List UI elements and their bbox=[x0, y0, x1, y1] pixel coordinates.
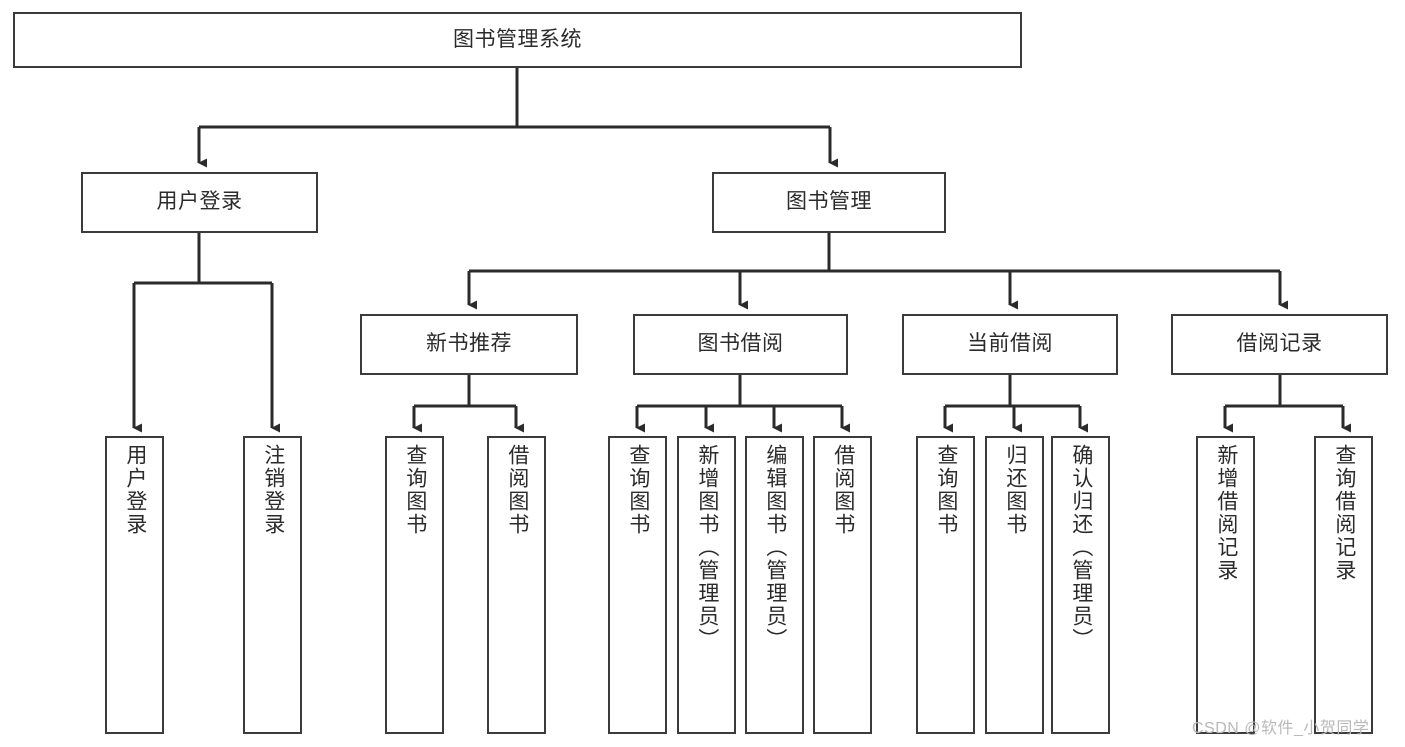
node-label: 注销登录 bbox=[261, 444, 285, 536]
node-new-book-recommend[interactable]: 新书推荐 bbox=[360, 314, 578, 375]
node-label: 确认归还（管理员） bbox=[1069, 444, 1093, 651]
node-label: 图书借阅 bbox=[697, 332, 784, 356]
leaf-current-return-book[interactable]: 归还图书 bbox=[985, 436, 1044, 734]
node-user-login[interactable]: 用户登录 bbox=[81, 172, 318, 233]
leaf-record-query-record[interactable]: 查询借阅记录 bbox=[1314, 436, 1373, 734]
leaf-current-confirm-return-admin[interactable]: 确认归还（管理员） bbox=[1051, 436, 1110, 734]
node-current-borrow[interactable]: 当前借阅 bbox=[902, 314, 1118, 375]
node-label: 图书管理 bbox=[786, 190, 872, 214]
node-label: 借阅图书 bbox=[831, 444, 855, 536]
node-label: 借阅图书 bbox=[505, 444, 529, 536]
leaf-current-query-book[interactable]: 查询图书 bbox=[916, 436, 975, 734]
node-label: 归还图书 bbox=[1003, 444, 1027, 536]
node-label: 编辑图书（管理员） bbox=[763, 444, 787, 651]
node-label: 查询图书 bbox=[934, 444, 958, 536]
node-label: 借阅记录 bbox=[1236, 332, 1323, 356]
leaf-borrow-borrow-book[interactable]: 借阅图书 bbox=[813, 436, 872, 734]
leaf-borrow-query-book[interactable]: 查询图书 bbox=[608, 436, 667, 734]
leaf-recommend-query-book[interactable]: 查询图书 bbox=[385, 436, 444, 734]
leaf-record-add-record[interactable]: 新增借阅记录 bbox=[1196, 436, 1255, 734]
node-label: 用户登录 bbox=[156, 190, 243, 214]
node-book-management[interactable]: 图书管理 bbox=[712, 172, 946, 233]
node-book-borrow[interactable]: 图书借阅 bbox=[633, 314, 848, 375]
node-label: 查询借阅记录 bbox=[1332, 444, 1356, 582]
leaf-user-login-signin[interactable]: 用户登录 bbox=[105, 436, 164, 734]
leaf-borrow-add-book-admin[interactable]: 新增图书（管理员） bbox=[677, 436, 736, 734]
node-label: 查询图书 bbox=[403, 444, 427, 536]
node-label: 当前借阅 bbox=[967, 332, 1053, 356]
leaf-user-login-signout[interactable]: 注销登录 bbox=[243, 436, 302, 734]
node-label: 图书管理系统 bbox=[453, 27, 582, 51]
node-label: 新书推荐 bbox=[426, 332, 512, 356]
leaf-recommend-borrow-book[interactable]: 借阅图书 bbox=[487, 436, 546, 734]
watermark-text: CSDN @软件_小贺同学 bbox=[1192, 720, 1370, 737]
node-root-system[interactable]: 图书管理系统 bbox=[13, 12, 1022, 68]
node-borrow-record[interactable]: 借阅记录 bbox=[1171, 314, 1388, 375]
node-label: 新增借阅记录 bbox=[1214, 444, 1238, 582]
node-label: 查询图书 bbox=[626, 444, 650, 536]
node-label: 新增图书（管理员） bbox=[695, 444, 719, 651]
leaf-borrow-edit-book-admin[interactable]: 编辑图书（管理员） bbox=[745, 436, 804, 734]
node-label: 用户登录 bbox=[123, 444, 147, 536]
